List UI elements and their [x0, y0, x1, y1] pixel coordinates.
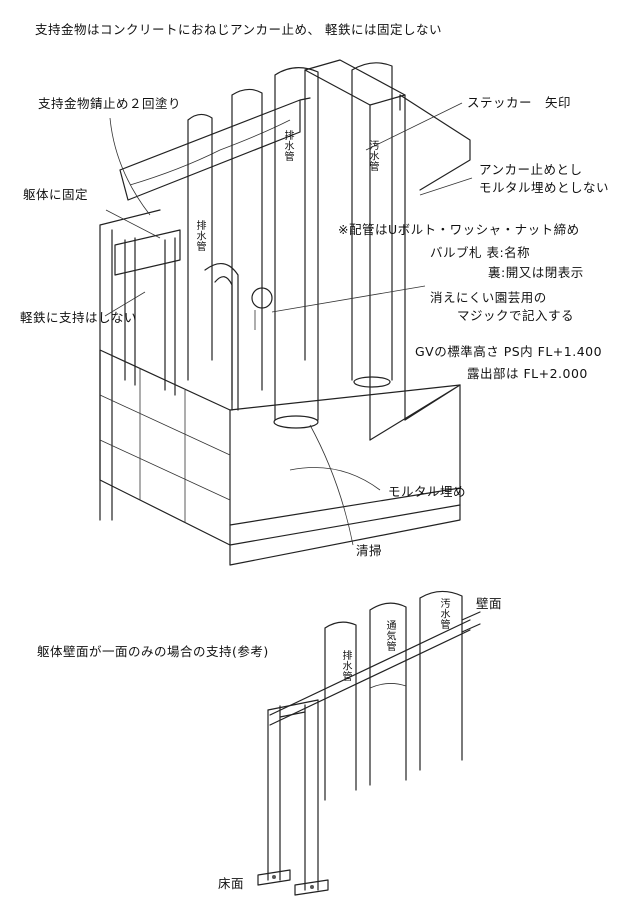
pipe-mark-sewage-ref: 汚水管 — [438, 598, 449, 630]
pipes-top — [187, 62, 393, 429]
label-fix-body: 躯体に固定 — [23, 187, 89, 202]
floor-slab — [229, 504, 461, 566]
label-bolt: ※配管はUボルト・ワッシャ・ナット締め — [338, 222, 580, 237]
label-sticker: ステッカー 矢印 — [467, 95, 572, 110]
pipe-mark-vent-ref: 通気管 — [384, 620, 395, 652]
label-cleaning: 清掃 — [356, 543, 383, 558]
reference-wall-support — [257, 590, 481, 896]
pipe-mark-drain-left: 排水管 — [194, 220, 205, 252]
ceiling-slab — [119, 94, 471, 201]
label-light-steel: 軽鉄に支持はしない — [20, 310, 138, 325]
pipe-mark-drain: 排水管 — [282, 130, 293, 162]
leader-lines — [104, 102, 473, 546]
top-note: 支持金物はコンクリートにおねじアンカー止め、 軽鉄には固定しない — [35, 22, 442, 37]
label-valve-back: 裏:開又は閉表示 — [488, 265, 584, 280]
pipe-mark-sewage: 汚水管 — [367, 140, 378, 172]
label-marker-2: マジックで記入する — [457, 308, 575, 323]
label-marker-1: 消えにくい園芸用の — [430, 290, 547, 305]
label-anchor-1: アンカー止めとし — [479, 162, 583, 177]
pipe-mark-drain-ref: 排水管 — [340, 650, 351, 682]
label-single-wall: 躯体壁面が一面のみの場合の支持(参考) — [37, 644, 269, 659]
label-mortar: モルタル埋め — [388, 484, 467, 499]
label-rust-paint: 支持金物錆止め２回塗り — [38, 96, 182, 111]
label-exposed: 露出部は FL+2.000 — [467, 366, 588, 381]
concrete-column — [304, 59, 461, 441]
label-floor-face: 床面 — [218, 876, 245, 891]
label-wall-face: 壁面 — [476, 596, 503, 611]
block-wall — [99, 349, 461, 546]
label-gv-height: GVの標準高さ PS内 FL+1.400 — [415, 344, 603, 359]
label-anchor-2: モルタル埋めとしない — [479, 180, 610, 195]
label-valve-tag: バルブ札 表:名称 — [430, 245, 531, 260]
